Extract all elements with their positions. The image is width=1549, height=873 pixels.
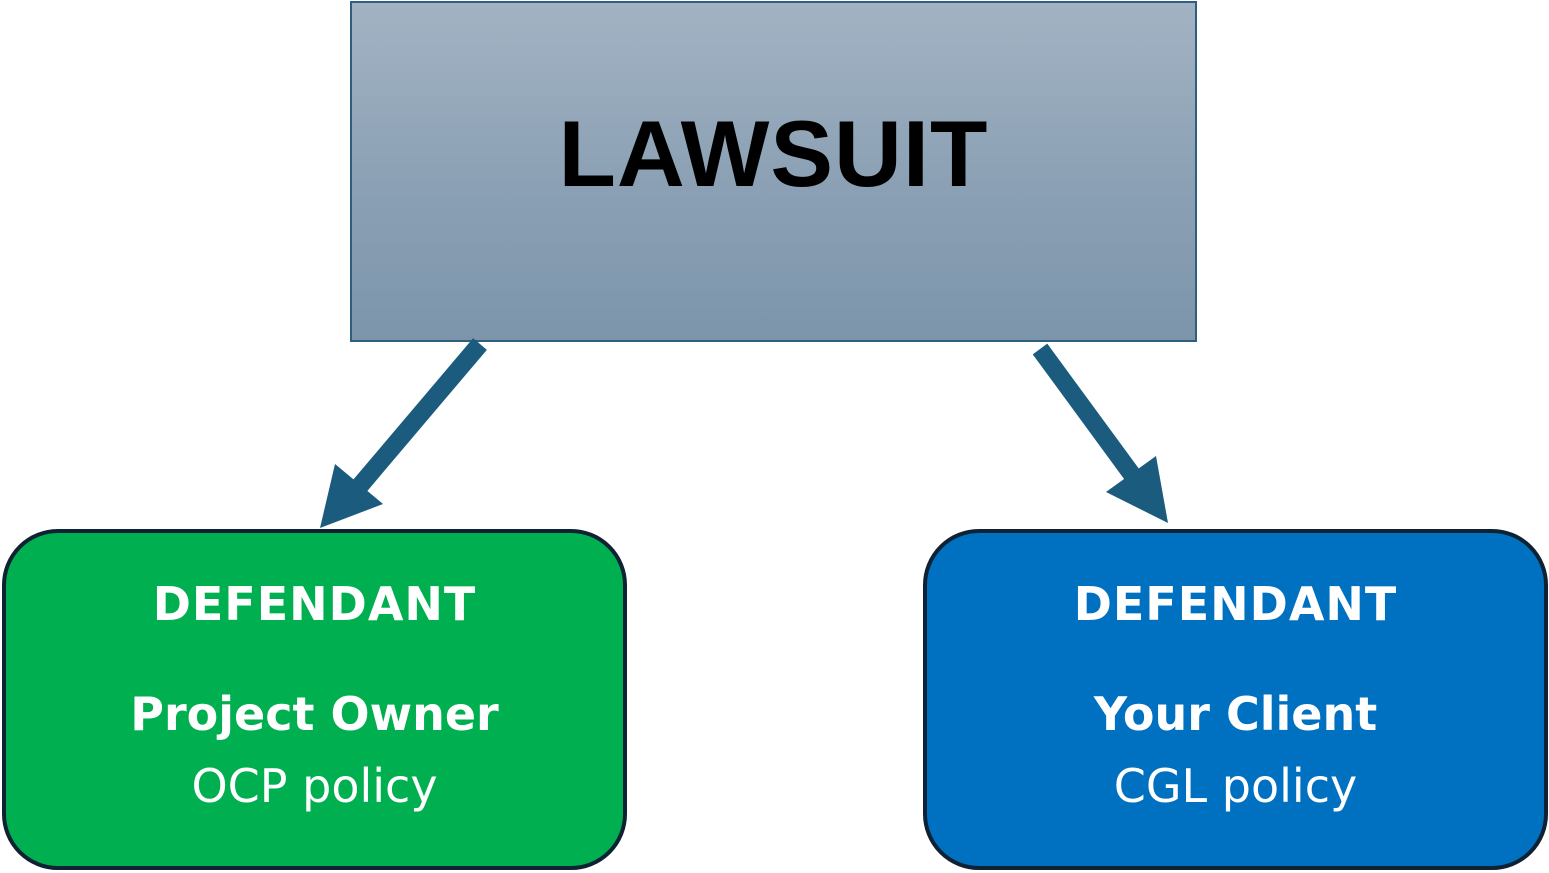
party-name: Your Client (1093, 687, 1378, 741)
defendant-box-project-owner: DEFENDANT Project Owner OCP policy (2, 529, 627, 870)
defendant-label: DEFENDANT (1073, 577, 1398, 631)
arrow-to-project-owner (320, 338, 487, 528)
arrow-shaft-left (351, 338, 487, 494)
arrowhead-left (320, 464, 383, 528)
arrowhead-right (1106, 456, 1168, 523)
defendant-label: DEFENDANT (152, 577, 477, 631)
lawsuit-title: LAWSUIT (558, 100, 989, 206)
lawsuit-box: LAWSUIT (350, 1, 1197, 342)
policy-name: OCP policy (191, 759, 438, 813)
party-name: Project Owner (130, 687, 499, 741)
arrow-shaft-right (1032, 343, 1144, 486)
arrow-to-your-client (1032, 343, 1168, 523)
defendant-box-your-client: DEFENDANT Your Client CGL policy (923, 529, 1548, 870)
policy-name: CGL policy (1113, 759, 1358, 813)
